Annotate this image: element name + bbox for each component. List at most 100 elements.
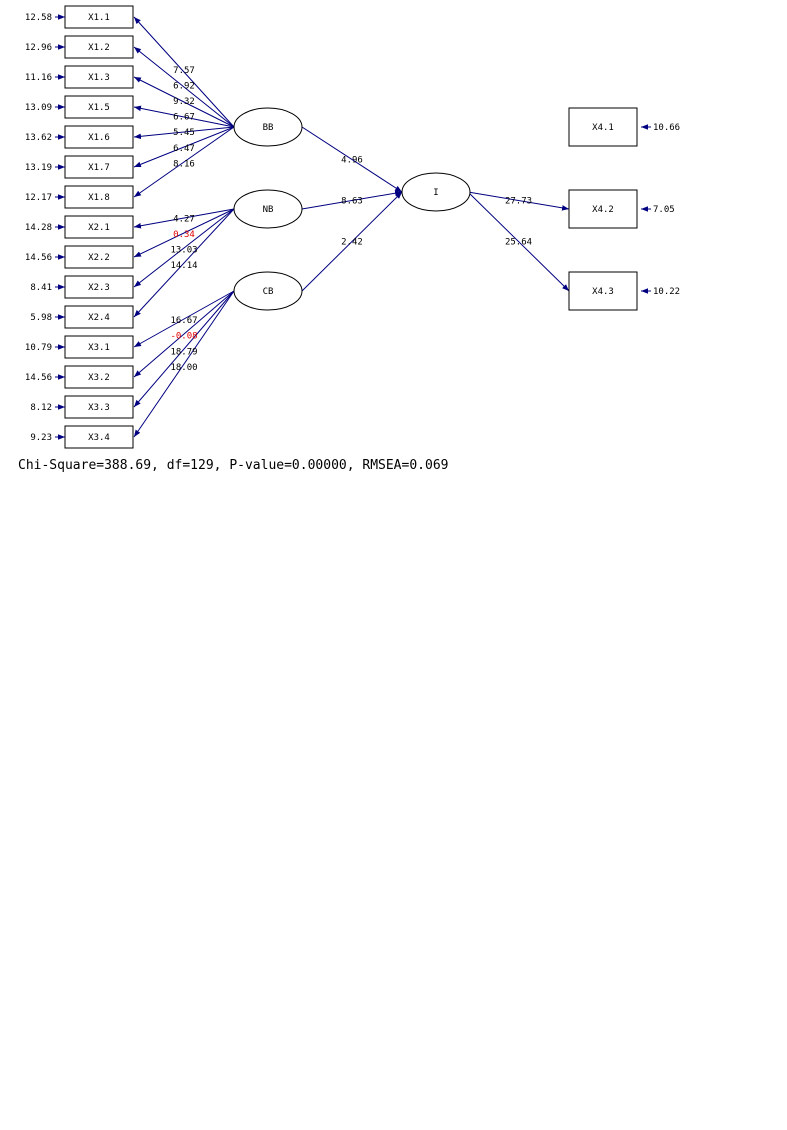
structural-path-nb-i	[301, 190, 403, 210]
observed-x1-7: X1.7 13.19	[25, 155, 134, 179]
latent-bb: BB	[233, 107, 303, 147]
loading-path-cb-x3-4	[133, 290, 235, 438]
loading-value: -0.08	[170, 332, 197, 342]
loading-path-bb-x1-6	[133, 126, 235, 140]
observed-x3-3: X3.3 8.12	[30, 395, 134, 419]
latent-ellipse	[233, 107, 303, 147]
error-variance: 14.28	[25, 223, 52, 233]
latent-ellipse	[233, 271, 303, 311]
observed-box	[568, 271, 638, 311]
loading-value: 5.45	[173, 128, 195, 138]
observed-x3-4: X3.49.23	[30, 425, 134, 449]
observed-label: X2.3	[88, 283, 110, 293]
loading-value: 6.47	[173, 144, 195, 154]
observed-label: X1.2	[88, 43, 110, 53]
loading-path-nb-x2-3	[133, 208, 235, 288]
error-variance: 8.12	[30, 403, 52, 413]
structural-value: 2.42	[341, 238, 363, 248]
observed-x1-2: X1.2 12.96	[25, 35, 134, 59]
observed-x1-8: X1.8 12.17	[25, 185, 134, 209]
loading-path-cb-x3-1	[133, 290, 235, 348]
loading-path-bb-x1-5	[133, 105, 235, 128]
error-variance: 5.98	[30, 313, 52, 323]
observed-label: X3.3	[88, 403, 110, 413]
observed-x1-5: X1.5 13.09	[25, 95, 134, 119]
observed-x2-4: X2.45.98	[30, 305, 134, 329]
error-variance: 14.56	[25, 253, 52, 263]
loading-value: 8.16	[173, 159, 195, 169]
observed-box	[568, 189, 638, 229]
loading-value: 0.34	[173, 230, 195, 240]
error-variance: 13.19	[25, 163, 52, 173]
error-variance: 8.41	[30, 283, 52, 293]
error-variance: 12.58	[25, 13, 52, 23]
loading-path-cb-x3-3	[133, 290, 235, 408]
observed-x2-3: X2.3 8.41	[30, 275, 134, 299]
loading-value: 18.00	[170, 363, 197, 373]
loading-value: 25.64	[505, 238, 532, 248]
latent-label: BB	[263, 123, 274, 133]
error-variance: 11.16	[25, 73, 52, 83]
loading-path-bb-x1-7	[133, 126, 235, 168]
latent-label: CB	[263, 287, 274, 297]
error-variance: 10.79	[25, 343, 52, 353]
error-variance: 9.23	[30, 433, 52, 443]
labels-layer: 7.576.929.326.675.456.478.164.270.3413.0…	[170, 66, 532, 373]
latent-ellipse	[233, 189, 303, 229]
error-variance: 13.62	[25, 133, 52, 143]
latent-nb: NB	[233, 189, 303, 229]
loading-value: 4.27	[173, 214, 195, 224]
loading-value: 18.79	[170, 347, 197, 357]
loading-path-cb-x3-2	[133, 290, 235, 378]
observed-label: X3.1	[88, 343, 110, 353]
loading-value: 16.67	[170, 316, 197, 326]
paths-layer	[133, 16, 570, 438]
structural-path-cb-i	[301, 191, 403, 292]
error-variance: 13.09	[25, 103, 52, 113]
observed-x4-1: X4.1 10.66	[568, 107, 680, 147]
observed-x4-2: X4.2 7.05	[568, 189, 675, 229]
error-variance: 10.66	[653, 123, 680, 133]
observed-label: X1.7	[88, 163, 110, 173]
latent-cb: CB	[233, 271, 303, 311]
observed-x3-2: X3.214.56	[25, 365, 134, 389]
loading-value: 6.92	[173, 81, 195, 91]
structural-value: 8.63	[341, 197, 363, 207]
observed-label: X1.6	[88, 133, 110, 143]
observed-label: X2.1	[88, 223, 110, 233]
latent-label: NB	[263, 205, 274, 215]
observed-x1-6: X1.6 13.62	[25, 125, 134, 149]
observed-label: X1.8	[88, 193, 110, 203]
error-variance: 12.17	[25, 193, 52, 203]
loading-value: 14.14	[170, 261, 197, 271]
structural-path-bb-i	[301, 126, 403, 193]
error-variance: 14.56	[25, 373, 52, 383]
error-variance: 7.05	[653, 205, 675, 215]
loading-path-i-x4-2	[467, 191, 570, 211]
observed-x3-1: X3.1 10.79	[25, 335, 134, 359]
error-variance: 12.96	[25, 43, 52, 53]
observed-x2-1: X2.1 14.28	[25, 215, 134, 239]
loading-path-i-x4-3	[467, 191, 570, 292]
structural-value: 4.96	[341, 156, 363, 166]
latent-ellipse	[401, 172, 471, 212]
observed-label: X1.5	[88, 103, 110, 113]
observed-label: X4.3	[592, 287, 614, 297]
latent-i: I	[401, 172, 471, 212]
observed-label: X4.2	[592, 205, 614, 215]
observed-box	[568, 107, 638, 147]
loading-path-bb-x1-2	[133, 46, 235, 128]
loading-path-bb-x1-8	[133, 126, 235, 198]
fit-statistics: Chi-Square=388.69, df=129, P-value=0.000…	[18, 458, 448, 473]
loading-path-nb-x2-1	[133, 208, 235, 229]
observed-label: X4.1	[592, 123, 614, 133]
observed-label: X1.3	[88, 73, 110, 83]
loading-path-bb-x1-1	[133, 16, 235, 128]
observed-label: X2.2	[88, 253, 110, 263]
loading-path-bb-x1-3	[133, 76, 235, 128]
observed-label: X1.1	[88, 13, 110, 23]
observed-x1-3: X1.3 11.16	[25, 65, 134, 89]
observed-x1-1: X1.1 12.58	[25, 5, 134, 29]
